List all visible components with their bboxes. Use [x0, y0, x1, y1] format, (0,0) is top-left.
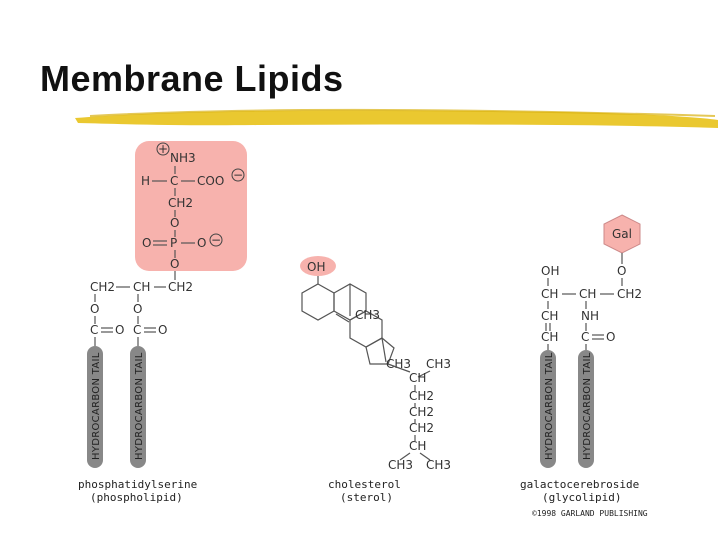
negative-charge-sign-phosphate: −	[211, 233, 221, 247]
chol-ch2-1: CH2	[409, 389, 434, 403]
ps-ch2-left: CH2	[90, 280, 115, 294]
chol-ch3-ring-d: CH3	[386, 357, 411, 371]
ps-ch: CH	[133, 280, 150, 294]
gc-nh: NH	[581, 309, 599, 323]
ps-p: P	[170, 236, 177, 250]
ps-o-double: O	[142, 236, 151, 250]
gc-ch-1: CH	[541, 287, 558, 301]
chol-ch2-3: CH2	[409, 421, 434, 435]
gc-class-caption: (glycolipid)	[542, 491, 621, 504]
chol-ch3-side: CH3	[426, 357, 451, 371]
gc-amide-o: O	[606, 330, 615, 344]
ps-o-charged: O	[197, 236, 206, 250]
copyright-notice: ©1998 GARLAND PUBLISHING	[532, 509, 648, 518]
ps-ester-o-right: O	[133, 302, 142, 316]
gc-o-glycosidic: O	[617, 264, 626, 278]
chol-ch-terminal: CH	[409, 439, 426, 453]
gc-tail-left	[540, 350, 556, 468]
chol-ch2-2: CH2	[409, 405, 434, 419]
chol-ch3-ring: CH3	[355, 308, 380, 322]
gc-ch-2: CH	[579, 287, 596, 301]
polar-head-highlight	[135, 141, 247, 271]
negative-charge-sign-coo: −	[233, 168, 243, 182]
positive-charge-icon	[156, 142, 170, 156]
gc-name-caption: galactocerebroside	[520, 478, 639, 491]
ring-a	[301, 283, 335, 321]
ps-o-upper: O	[170, 216, 179, 230]
ps-c-alpha: C	[170, 174, 178, 188]
ps-tail-left-label: HYDROCARBON TAIL	[91, 352, 102, 460]
ps-o-lower: O	[170, 257, 179, 271]
chol-ch3-terminal-left: CH3	[388, 458, 413, 472]
ps-ch2-head: CH2	[168, 196, 193, 210]
ps-ch2-right: CH2	[168, 280, 193, 294]
ps-tail-right-label: HYDROCARBON TAIL	[134, 352, 145, 460]
page-title: Membrane Lipids	[40, 58, 344, 99]
gc-ch-3: CH	[541, 309, 558, 323]
negative-charge-icon-coo	[231, 168, 245, 182]
negative-charge-icon-phosphate	[209, 233, 223, 247]
ps-name-caption: phosphatidylserine	[78, 478, 197, 491]
ps-ester-o-left: O	[90, 302, 99, 316]
chol-ch-side: CH	[409, 371, 426, 385]
ps-carbonyl-o-right: O	[158, 323, 167, 337]
chol-oh: OH	[307, 260, 325, 274]
ps-coo: COO	[197, 174, 224, 188]
ps-class-caption: (phospholipid)	[90, 491, 183, 504]
gc-tail-right-label: HYDROCARBON TAIL	[582, 352, 593, 460]
ps-carbonyl-c-right: C	[133, 323, 141, 337]
ps-tail-left	[87, 346, 103, 468]
ps-carbonyl-o-left: O	[115, 323, 124, 337]
gc-tail-left-label: HYDROCARBON TAIL	[544, 352, 555, 460]
ps-nh3: NH3	[170, 151, 196, 165]
ps-tail-right	[130, 346, 146, 468]
chol-class-caption: (sterol)	[340, 491, 393, 504]
chol-name-caption: cholesterol	[328, 478, 401, 491]
positive-charge-sign: +	[158, 142, 168, 156]
ps-carbonyl-c-left: C	[90, 323, 98, 337]
gal-label: Gal	[612, 227, 632, 241]
ring-d	[365, 337, 395, 365]
ps-h: H	[141, 174, 150, 188]
gc-tail-right	[578, 350, 594, 468]
title-underline-brush-edge	[89, 108, 716, 117]
gc-amide-c: C	[581, 330, 589, 344]
oh-highlight	[300, 256, 336, 276]
title-underline-brush	[75, 110, 718, 128]
gc-ch-4: CH	[541, 330, 558, 344]
gc-ch2: CH2	[617, 287, 642, 301]
gc-oh: OH	[541, 264, 559, 278]
chol-ch3-terminal-right: CH3	[426, 458, 451, 472]
